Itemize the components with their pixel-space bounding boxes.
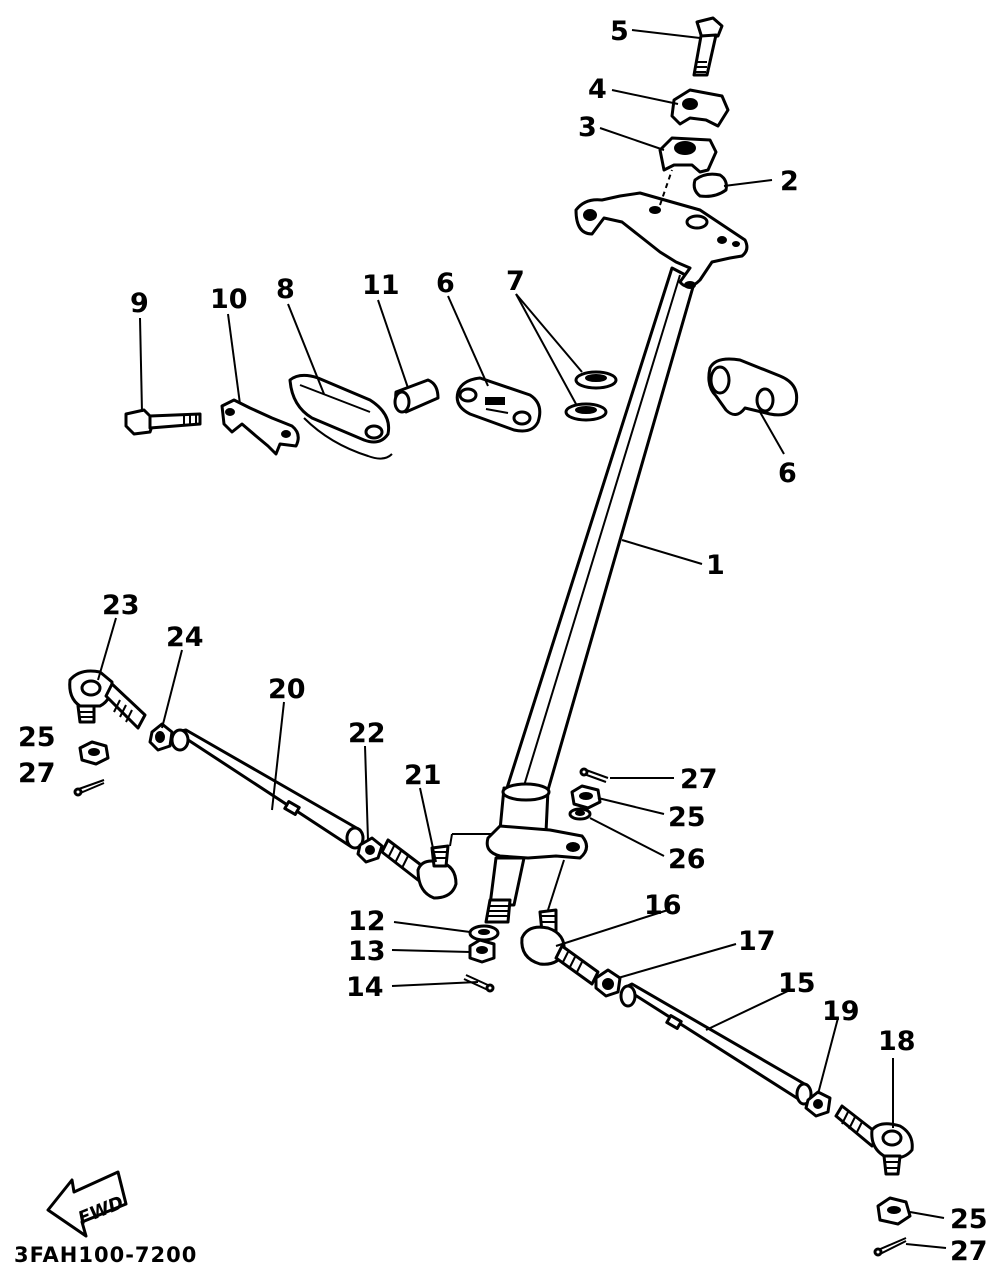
inner-left-tie-rod-end-part	[380, 838, 458, 900]
callout-27-right: 27	[950, 1236, 988, 1267]
callout-20: 20	[268, 674, 306, 705]
callout-12: 12	[348, 906, 386, 937]
axis-line-left-drop	[449, 833, 453, 847]
holder-left-part	[455, 376, 542, 433]
callout-24: 24	[166, 622, 204, 653]
inner-right-tie-rod-end-part	[520, 908, 600, 986]
callout-25-right: 25	[950, 1204, 988, 1235]
collar-part	[393, 378, 440, 414]
callout-6-right: 6	[778, 458, 797, 489]
callout-25-left: 25	[18, 722, 56, 753]
left-tie-rod-end-part	[68, 669, 147, 730]
lever-bracket-part	[288, 373, 393, 460]
diagram-code: 3FAH100-7200	[14, 1243, 197, 1267]
callout-3: 3	[578, 112, 597, 143]
steering-column-part	[484, 169, 749, 924]
outer-right-tie-rod-end-part	[834, 1104, 914, 1176]
callout-14: 14	[346, 972, 384, 1003]
callout-22: 22	[348, 718, 386, 749]
callout-5: 5	[610, 16, 629, 47]
callout-27-mid: 27	[680, 764, 718, 795]
callout-1: 1	[706, 550, 725, 581]
callout-23: 23	[102, 590, 140, 621]
callout-27-left: 27	[18, 758, 56, 789]
callout-13: 13	[348, 936, 386, 967]
cotter-pin-27-mid-part	[579, 767, 609, 783]
callout-18: 18	[878, 1026, 916, 1057]
left-tie-rod-nut-part	[148, 722, 174, 752]
forward-direction-arrow-icon: FWD	[46, 1170, 128, 1238]
callout-9: 9	[130, 288, 149, 319]
washers-part	[564, 370, 618, 422]
callout-numbers: 5 4 3 2 9 10 8 11 6 7 6 1 23 24 20 25 27…	[18, 16, 988, 1267]
plate-part	[220, 398, 300, 456]
left-cotter-pin-part	[73, 779, 105, 797]
callout-2: 2	[780, 166, 799, 197]
callout-10: 10	[210, 284, 248, 315]
callout-19: 19	[822, 996, 860, 1027]
cap-part	[692, 172, 728, 198]
callout-7: 7	[506, 266, 525, 297]
callout-15: 15	[778, 968, 816, 999]
callout-17: 17	[738, 926, 776, 957]
callout-8: 8	[276, 274, 295, 305]
callout-26: 26	[668, 844, 706, 875]
bolt-part	[692, 16, 724, 77]
cotter-pin-14-part	[463, 974, 495, 993]
right-jam-nut-part	[594, 968, 622, 998]
left-tie-rod-part	[170, 728, 365, 850]
long-bolt-part	[124, 408, 202, 436]
callout-16: 16	[644, 890, 682, 921]
left-castle-nut-part	[78, 740, 110, 766]
callout-4: 4	[588, 74, 607, 105]
right-castle-nut-part	[876, 1196, 912, 1226]
washer-12-part	[468, 924, 500, 942]
axis-line	[547, 859, 565, 911]
castle-nut-25-mid-part	[570, 784, 602, 810]
left-jam-nut-part	[356, 836, 384, 864]
callout-25-mid: 25	[668, 802, 706, 833]
lower-holder-part	[658, 136, 718, 174]
callout-6-left: 6	[436, 268, 455, 299]
right-cotter-pin-part	[873, 1237, 907, 1257]
callout-21: 21	[404, 760, 442, 791]
holder-right-part	[707, 357, 799, 417]
callout-11: 11	[362, 270, 400, 301]
nut-13-part	[468, 938, 496, 964]
right-tie-rod-part	[619, 982, 813, 1106]
leader-lines	[97, 29, 947, 1249]
washer-26-part	[568, 807, 592, 821]
upper-holder-part	[670, 88, 730, 128]
